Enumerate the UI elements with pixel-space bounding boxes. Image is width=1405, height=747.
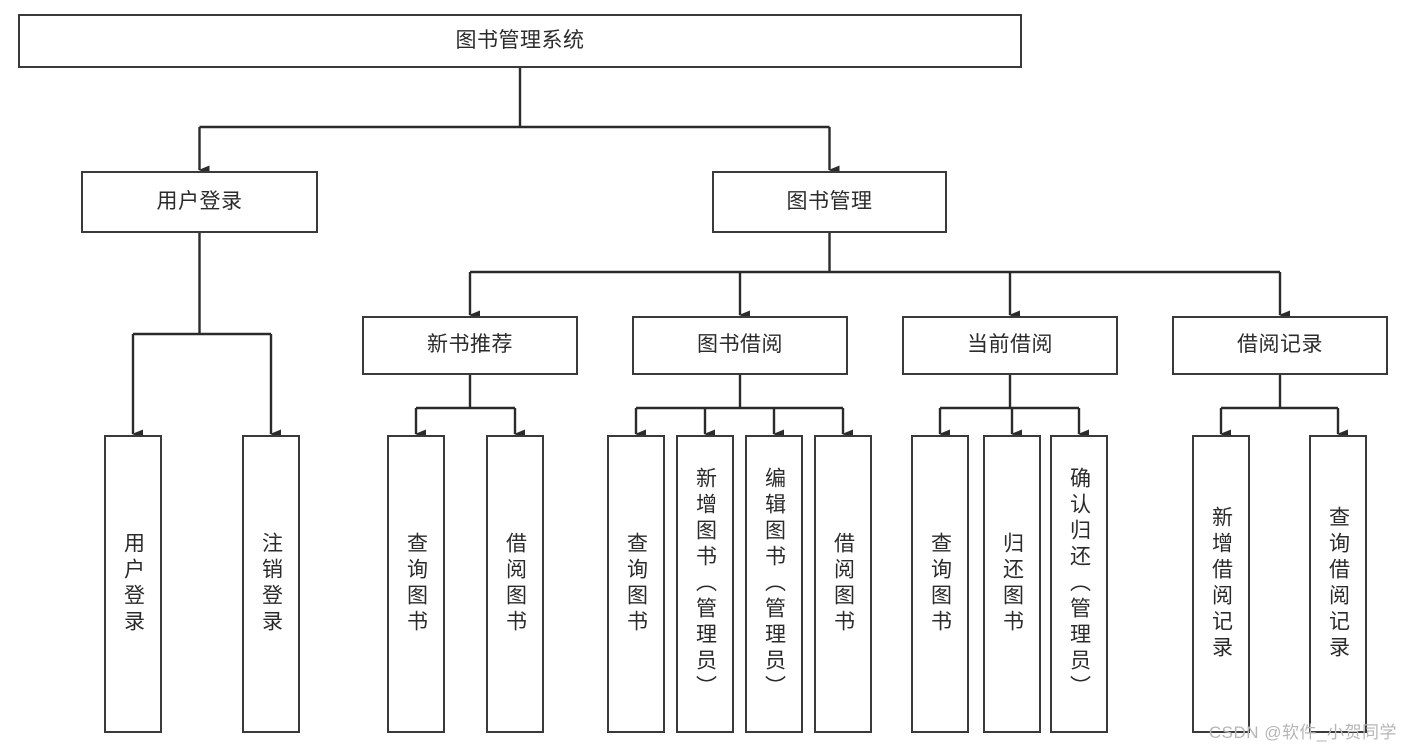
node-leaf-query-book-rec[interactable]: 查询图书 — [387, 435, 445, 733]
node-leaf-edit-book-admin[interactable]: 编辑图书（管理员） — [745, 435, 803, 733]
node-label-user-login: 用户登录 — [156, 189, 243, 213]
node-leaf-add-book-admin[interactable]: 新增图书（管理员） — [676, 435, 734, 733]
node-leaf-user-login[interactable]: 用户登录 — [104, 435, 162, 733]
node-label-root: 图书管理系统 — [455, 28, 585, 52]
node-label-book-borrow: 图书借阅 — [697, 333, 783, 357]
node-label-leaf-add-borrow-record: 新增借阅记录 — [1209, 506, 1233, 662]
node-label-leaf-confirm-return-admin: 确认归还（管理员） — [1067, 467, 1091, 701]
node-label-borrow-record: 借阅记录 — [1237, 333, 1323, 357]
connector-lines — [131, 68, 1348, 439]
node-label-new-book-rec: 新书推荐 — [427, 333, 513, 357]
node-label-leaf-add-book-admin: 新增图书（管理员） — [693, 467, 717, 701]
node-label-leaf-query-book-cur: 查询图书 — [928, 532, 952, 636]
node-label-leaf-edit-book-admin: 编辑图书（管理员） — [762, 467, 786, 701]
node-new-book-rec[interactable]: 新书推荐 — [362, 316, 578, 375]
node-label-leaf-borrow-book: 借阅图书 — [831, 532, 855, 636]
node-label-leaf-user-login: 用户登录 — [121, 532, 145, 636]
node-label-leaf-query-book-borrow: 查询图书 — [624, 532, 648, 636]
node-root[interactable]: 图书管理系统 — [18, 14, 1022, 68]
node-label-current-borrow: 当前借阅 — [967, 333, 1053, 357]
node-borrow-record[interactable]: 借阅记录 — [1172, 316, 1388, 375]
node-label-leaf-logout: 注销登录 — [259, 532, 283, 636]
node-label-book-manage: 图书管理 — [786, 189, 873, 213]
node-label-leaf-query-borrow-record: 查询借阅记录 — [1326, 506, 1350, 662]
node-book-manage[interactable]: 图书管理 — [712, 171, 947, 233]
node-current-borrow[interactable]: 当前借阅 — [902, 316, 1118, 375]
node-leaf-borrow-book[interactable]: 借阅图书 — [814, 435, 872, 733]
node-leaf-confirm-return-admin[interactable]: 确认归还（管理员） — [1050, 435, 1108, 733]
node-leaf-query-book-cur[interactable]: 查询图书 — [911, 435, 969, 733]
node-leaf-query-borrow-record[interactable]: 查询借阅记录 — [1309, 435, 1367, 733]
node-user-login[interactable]: 用户登录 — [81, 171, 318, 233]
node-leaf-query-book-borrow[interactable]: 查询图书 — [607, 435, 665, 733]
node-book-borrow[interactable]: 图书借阅 — [632, 316, 848, 375]
node-leaf-borrow-book-rec[interactable]: 借阅图书 — [486, 435, 544, 733]
node-leaf-return-book[interactable]: 归还图书 — [983, 435, 1041, 733]
node-label-leaf-query-book-rec: 查询图书 — [404, 532, 428, 636]
node-leaf-add-borrow-record[interactable]: 新增借阅记录 — [1192, 435, 1250, 733]
node-leaf-logout[interactable]: 注销登录 — [242, 435, 300, 733]
node-label-leaf-borrow-book-rec: 借阅图书 — [503, 532, 527, 636]
node-label-leaf-return-book: 归还图书 — [1000, 532, 1024, 636]
